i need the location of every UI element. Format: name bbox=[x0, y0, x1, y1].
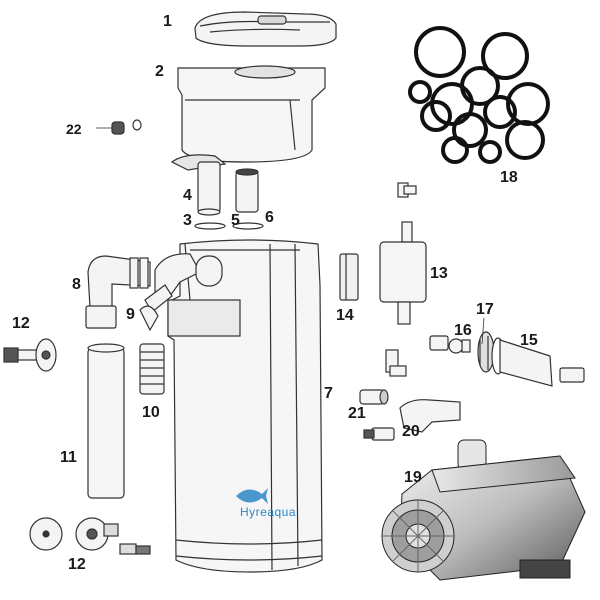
label-part-10: 10 bbox=[142, 404, 160, 421]
part-9-inlet-pipe bbox=[139, 253, 223, 332]
part-18-o-rings bbox=[408, 26, 550, 164]
label-part-9: 9 bbox=[126, 306, 135, 323]
part-15-impeller-assembly bbox=[429, 331, 585, 387]
label-part-12-upper: 12 bbox=[12, 315, 30, 332]
label-part-15: 15 bbox=[520, 332, 538, 349]
label-part-19: 19 bbox=[404, 469, 422, 486]
leader-line-17 bbox=[481, 317, 485, 345]
label-part-14: 14 bbox=[336, 307, 354, 324]
part-22-plug bbox=[96, 119, 142, 135]
brand-fish-logo bbox=[236, 488, 268, 504]
label-part-5: 5 bbox=[231, 212, 240, 229]
label-part-13: 13 bbox=[430, 265, 448, 282]
part-11-long-tube bbox=[87, 343, 125, 499]
part-2-top-chamber bbox=[177, 65, 326, 163]
part-7-main-body bbox=[167, 239, 323, 573]
label-part-3: 3 bbox=[183, 212, 192, 229]
label-part-17: 17 bbox=[476, 301, 494, 318]
label-part-7: 7 bbox=[324, 385, 333, 402]
part-10-corrugated-tube bbox=[139, 343, 165, 395]
part-4-valve-tubes bbox=[170, 154, 264, 230]
label-part-18: 18 bbox=[500, 169, 518, 186]
small-elbow-connector bbox=[385, 349, 407, 377]
label-part-2: 2 bbox=[155, 63, 164, 80]
label-part-12-lower: 12 bbox=[68, 556, 86, 573]
label-part-6: 6 bbox=[265, 209, 274, 226]
part-1-lid bbox=[194, 11, 337, 47]
part-12-suction-cup-upper bbox=[3, 338, 57, 372]
part-21-coupling bbox=[359, 389, 389, 405]
part-13-inline-filter bbox=[379, 182, 427, 325]
label-part-16: 16 bbox=[454, 322, 472, 339]
part-12-suction-cups-lower bbox=[29, 517, 151, 555]
part-20-outlet-elbow bbox=[363, 399, 461, 441]
label-part-21: 21 bbox=[348, 405, 366, 422]
label-part-1: 1 bbox=[163, 13, 172, 30]
part-19-pump bbox=[381, 439, 586, 581]
part-8-elbow bbox=[85, 255, 151, 329]
part-14-sleeve bbox=[339, 253, 359, 301]
label-part-20: 20 bbox=[402, 423, 420, 440]
label-part-11: 11 bbox=[60, 449, 77, 466]
label-part-22: 22 bbox=[66, 121, 82, 137]
label-part-8: 8 bbox=[72, 276, 81, 293]
brand-watermark: Hyreaqua bbox=[239, 505, 297, 519]
label-part-4: 4 bbox=[183, 187, 192, 204]
